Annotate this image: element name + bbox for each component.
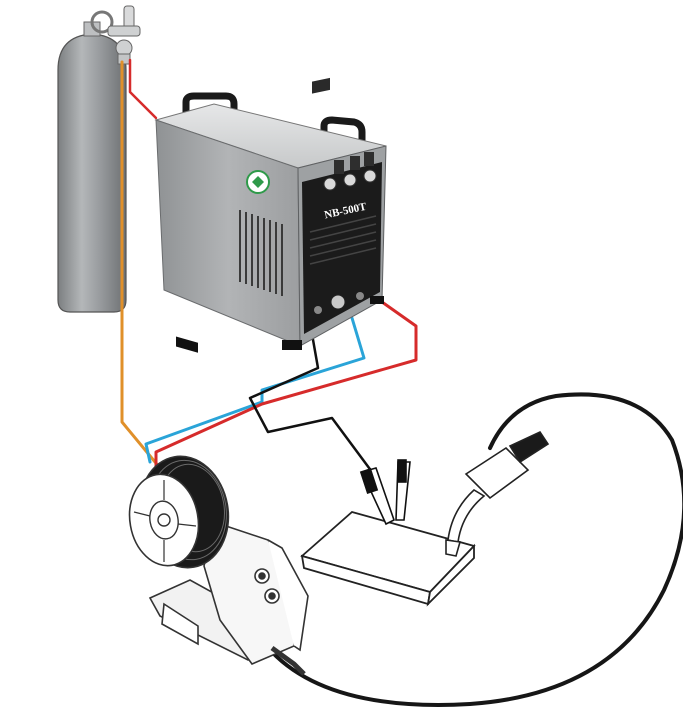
control-cable xyxy=(144,316,366,464)
heater-cable xyxy=(128,58,158,120)
torch-hose xyxy=(270,392,683,707)
cable-lines xyxy=(120,58,683,707)
welding-machine-icon: NB-500T xyxy=(154,77,387,353)
wire-spool-icon xyxy=(128,455,230,569)
side-vents xyxy=(239,210,283,296)
ground-clamp-icon xyxy=(359,459,411,526)
ground-cable xyxy=(248,332,380,482)
positive-cable xyxy=(154,300,418,472)
welding-torch-icon xyxy=(445,430,550,557)
gas-hose xyxy=(120,60,162,470)
gas-cylinder-icon xyxy=(57,5,141,313)
workpiece-plate-icon xyxy=(300,511,476,607)
wire-feeder-icon xyxy=(128,455,309,676)
gas-regulator-icon xyxy=(90,5,141,65)
